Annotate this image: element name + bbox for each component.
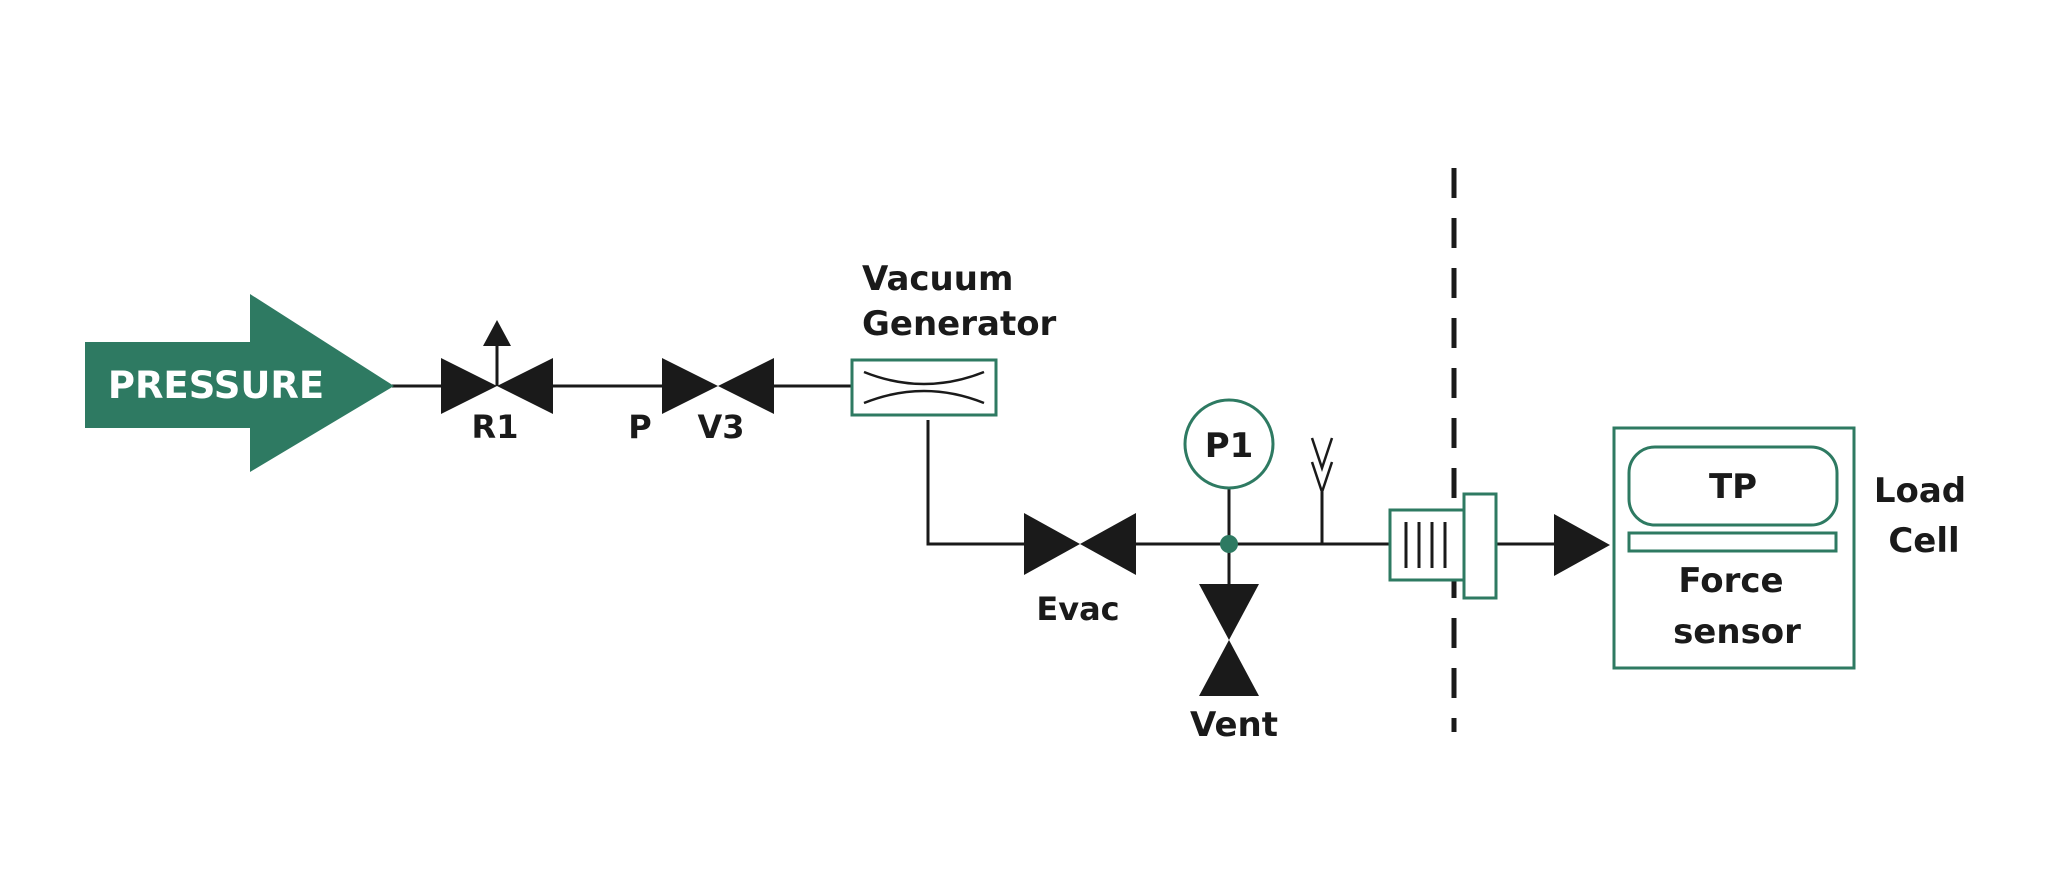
- load-cell-label-line1: Load: [1874, 471, 1966, 511]
- force-sensor-label-line2: sensor: [1673, 612, 1801, 652]
- vent-label: Vent: [1190, 705, 1278, 745]
- bowtie-valve-icon: [662, 358, 718, 414]
- silencer: [1310, 437, 1334, 496]
- force-sensor-label-line1: Force: [1678, 561, 1783, 601]
- v3-label: V3: [697, 408, 744, 446]
- vacuum-generator-label-line2: Generator: [862, 304, 1057, 344]
- bowtie-valve-icon: [1199, 584, 1259, 640]
- vacuum-generator: Vacuum Generator: [850, 259, 1057, 417]
- vacuum-generator-label-line1: Vacuum: [862, 259, 1013, 299]
- valve-evac-right-half: [1080, 513, 1136, 575]
- pipe-lines: [392, 384, 1556, 586]
- connector-fitting: [1388, 492, 1498, 600]
- venturi-lower-curve: [863, 389, 985, 405]
- load-cell: TP Force sensor Load Cell: [1612, 426, 1966, 670]
- valve-v3-right-half: [718, 358, 774, 414]
- regulator-valve-right-half: [497, 358, 553, 414]
- fitting-icon: [1388, 508, 1466, 582]
- fitting-collar: [1462, 492, 1498, 600]
- pipe-vacgen-to-evac: [926, 420, 1030, 546]
- valve-vent: Vent: [1190, 584, 1278, 745]
- valve-vent-lower-half: [1199, 640, 1259, 696]
- venturi-upper-curve: [863, 370, 985, 386]
- pressure-label: PRESSURE: [108, 364, 324, 407]
- tp-platen: [1627, 445, 1839, 527]
- exhaust-icon-lower: [1310, 461, 1334, 496]
- tp-label: TP: [1709, 467, 1757, 507]
- p1-label: P1: [1205, 426, 1254, 466]
- pressure-source-arrow: PRESSURE: [85, 294, 394, 472]
- arrow-right-icon: [85, 294, 394, 472]
- regulator-valve-icon: [441, 358, 497, 414]
- r1-label: R1: [472, 408, 519, 446]
- regulator-r1: R1: [441, 320, 553, 446]
- venturi-icon: [850, 358, 998, 417]
- p-label: P: [628, 408, 651, 446]
- force-sensor-plate: [1627, 531, 1838, 553]
- pressure-gauge-icon: [1183, 398, 1275, 490]
- fitting-ribs: [1404, 522, 1447, 568]
- junction-dot: [1220, 535, 1238, 553]
- evac-label: Evac: [1036, 590, 1119, 628]
- exhaust-icon: [1310, 437, 1334, 472]
- valve-evac: Evac: [1024, 513, 1136, 628]
- bowtie-valve-icon: [1024, 513, 1080, 575]
- load-cell-label-line2: Cell: [1888, 521, 1959, 561]
- valve-v3: P V3: [628, 358, 774, 446]
- triangle-arrow-icon: [1554, 514, 1610, 576]
- regulator-adjust-arrowhead: [483, 320, 511, 346]
- gauge-p1: P1: [1183, 398, 1275, 490]
